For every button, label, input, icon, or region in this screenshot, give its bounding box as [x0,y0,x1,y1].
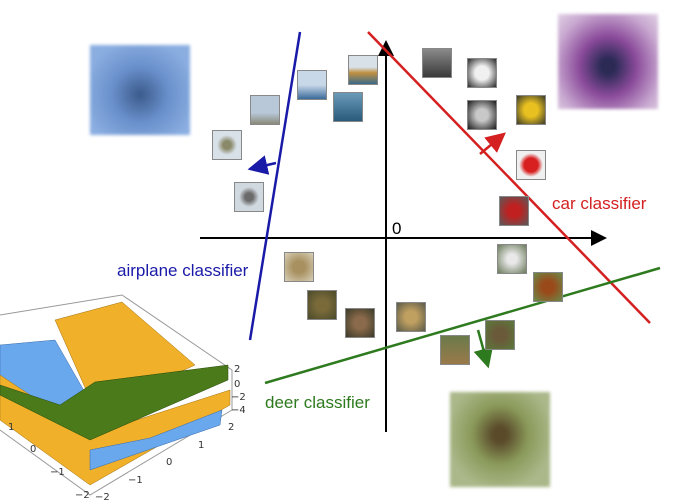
bird-image [533,272,563,302]
x-tick: −1 [128,475,143,486]
deer-decision-line [264,266,661,385]
car-image [467,100,497,130]
bird-image [497,244,527,274]
origin-label: 0 [392,219,402,238]
car-image [422,48,452,78]
deer-classifier-label: deer classifier [265,393,370,412]
car-normal-arrow [479,132,506,155]
deer-normal-arrow [473,329,493,369]
blue-surface [89,409,223,471]
3d-score-surface-plot: 2 0 −2 −4 2 1 0 −1 −2 1 0 −1 −2 [0,294,245,502]
car-image [516,95,546,125]
airplane-classifier-label: airplane classifier [117,261,249,280]
cat-image [284,252,314,282]
deer-template-image [450,392,550,487]
ship-image [333,92,363,122]
airplane-decision-line [248,31,302,341]
z-tick: −4 [231,405,245,416]
x-tick: −2 [95,492,110,502]
x-tick: 0 [166,457,172,468]
y-tick: −2 [75,490,90,501]
airplane-image [234,182,264,212]
z-tick: 0 [234,379,240,390]
car-decision-line [367,31,651,324]
y-tick: 0 [30,444,36,455]
frog-image [307,290,337,320]
airplane-image [250,95,280,125]
car-classifier-label: car classifier [552,194,647,213]
y-tick: 1 [8,422,14,433]
car-template-image [558,14,658,109]
airplane-image [212,130,242,160]
ship-image [348,55,378,85]
car-image [516,150,546,180]
deer-image [440,335,470,365]
airplane-normal-arrow [247,155,277,175]
x-tick: 2 [228,422,234,433]
z-tick: −2 [231,392,245,403]
z-tick: 2 [234,364,240,375]
deer-image [485,320,515,350]
x-tick: 1 [198,440,204,451]
airplane-template-image [90,45,190,135]
bird-image [396,302,426,332]
truck-image [499,196,529,226]
ship-image [297,70,327,100]
car-image [467,58,497,88]
green-surface [0,364,229,441]
frog-image [345,308,375,338]
y-tick: −1 [50,467,65,478]
